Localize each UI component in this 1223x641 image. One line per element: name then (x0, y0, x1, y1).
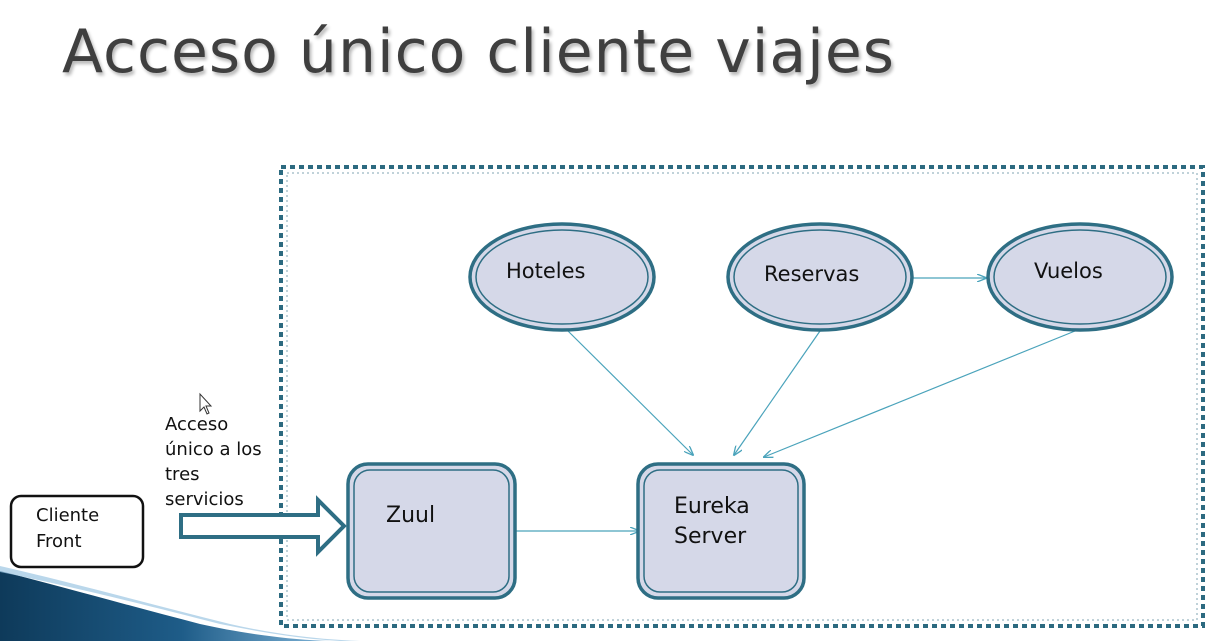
big-arrow-icon (179, 495, 347, 557)
node-cliente-front (9, 494, 145, 569)
hoteles-label: Hoteles (506, 259, 586, 283)
decorative-swoosh (0, 571, 330, 641)
reservas-label: Reservas (764, 262, 860, 286)
node-reservas (726, 222, 914, 332)
node-eureka-server (636, 462, 806, 600)
cliente-label-line2: Front (36, 531, 82, 552)
mouse-cursor-icon (199, 392, 213, 415)
zuul-label: Zuul (386, 503, 436, 528)
node-hoteles (468, 222, 656, 332)
node-vuelos (986, 222, 1174, 332)
eureka-server-label: Eureka Server (674, 492, 774, 552)
services-boundary (279, 165, 1205, 628)
single-access-annotation: Acceso único a los tres servicios (165, 414, 262, 510)
eureka-label-line2: Server (674, 524, 747, 549)
cliente-label-line1: Cliente (36, 505, 100, 526)
edge-vuelos-eureka (764, 330, 1076, 457)
slide-title: Acceso único cliente viajes (62, 17, 895, 87)
vuelos-label: Vuelos (1034, 259, 1103, 283)
node-zuul (346, 462, 517, 600)
cliente-front-label: Cliente Front (36, 503, 136, 555)
services-boundary-inner (286, 172, 1198, 621)
edge-hoteles-eureka (567, 330, 693, 455)
eureka-label-line1: Eureka (674, 494, 750, 519)
edge-reservas-eureka (734, 330, 821, 455)
